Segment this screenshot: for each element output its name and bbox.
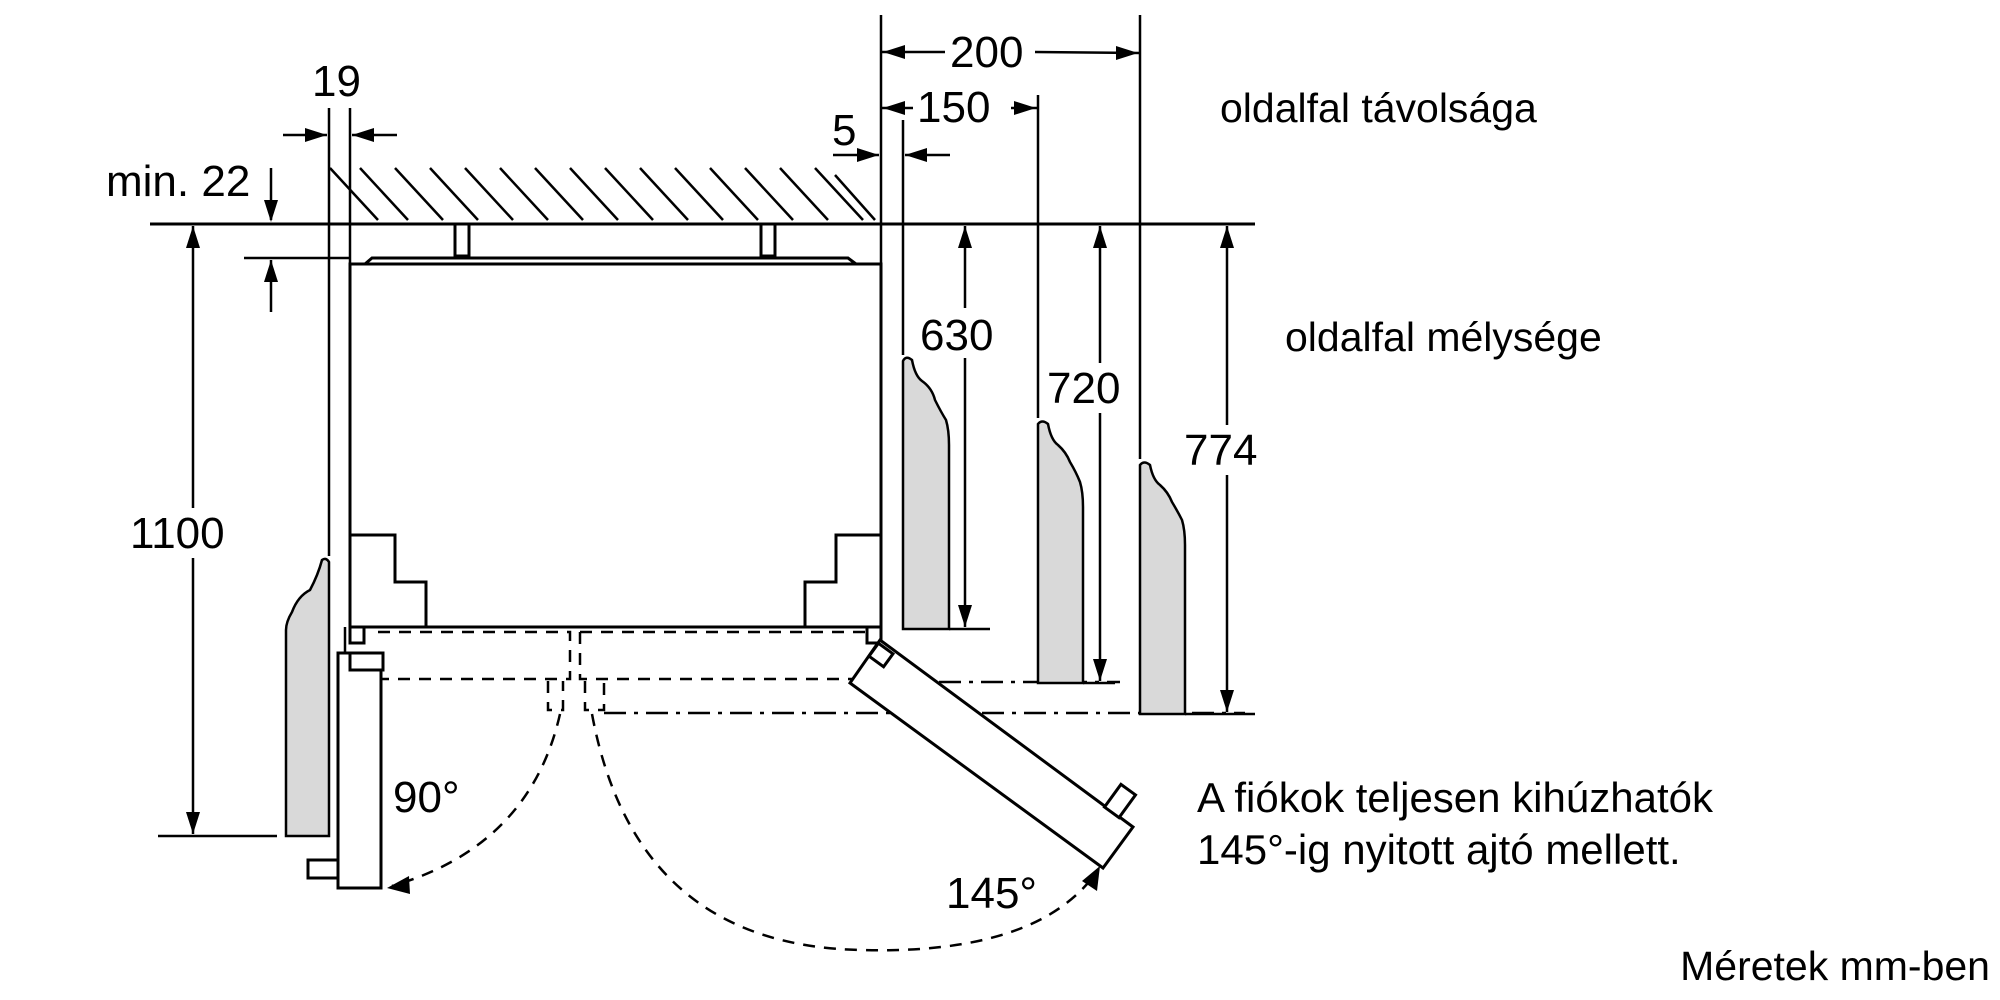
dimension-720-label-bg xyxy=(1045,363,1135,413)
sidewall-depth-label: oldalfal mélysége xyxy=(1285,314,1602,360)
dimension-150 xyxy=(881,101,1038,115)
swing-arc-145-arrowhead xyxy=(1082,866,1100,891)
drawer-note-line2: 145°-ig nyitott ajtó mellett. xyxy=(1197,826,1681,873)
left-door-open-90 xyxy=(306,627,385,890)
right-door-open-145 xyxy=(847,637,1138,871)
dimension-720 xyxy=(1093,226,1107,681)
swing-arc-90-arrowhead xyxy=(387,876,410,894)
dimension-min22-label: min. 22 xyxy=(106,157,250,206)
dimension-1100-label-bg xyxy=(128,508,238,558)
dimension-630-label: 630 xyxy=(920,311,993,360)
angle-90-label: 90° xyxy=(393,773,460,822)
angle-145-label: 145° xyxy=(946,869,1037,918)
rear-wall-hatching xyxy=(329,167,876,221)
dimension-720-label: 720 xyxy=(1047,364,1120,413)
side-wall-630 xyxy=(901,356,951,631)
dimension-200-label: 200 xyxy=(950,28,1023,77)
side-wall-720 xyxy=(1036,420,1085,685)
drawer-outlines xyxy=(352,630,1245,715)
extension-lines xyxy=(158,15,1255,838)
dimension-1100-label: 1100 xyxy=(130,509,225,558)
dimension-630-label-bg xyxy=(918,308,1008,358)
dimension-19 xyxy=(283,128,397,142)
dimension-774-label-bg xyxy=(1182,425,1272,475)
dimension-5-label: 5 xyxy=(832,106,856,155)
sidewall-distance-label: oldalfal távolsága xyxy=(1220,85,1537,131)
drawer-note-line1: A fiókok teljesen kihúzhatók xyxy=(1197,774,1714,821)
dimension-630 xyxy=(958,226,972,627)
side-wall-774 xyxy=(1138,461,1187,716)
appliance-body xyxy=(348,222,883,645)
units-label: Méretek mm-ben xyxy=(1680,943,1990,989)
dimension-200 xyxy=(881,45,1141,60)
dimension-min22 xyxy=(264,168,278,312)
dimension-19-label: 19 xyxy=(312,57,361,106)
dimension-774-label: 774 xyxy=(1184,426,1257,475)
dimension-150-label: 150 xyxy=(917,83,990,132)
dimension-5 xyxy=(833,148,950,162)
left-side-wall xyxy=(284,557,331,838)
swing-arc-90 xyxy=(391,713,562,888)
